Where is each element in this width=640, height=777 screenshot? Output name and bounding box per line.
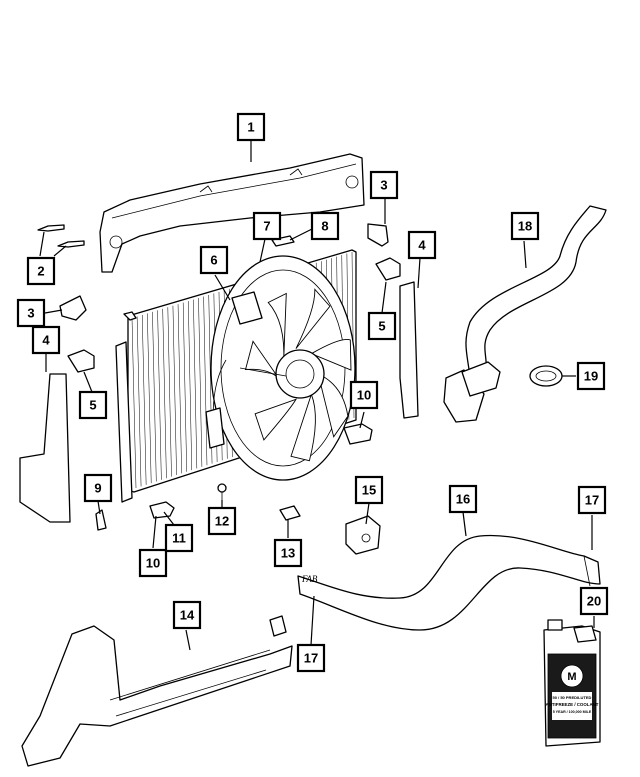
bracket-left-part [59, 295, 87, 321]
svg-text:6: 6 [210, 253, 217, 268]
mopar-m-logo-icon [560, 664, 584, 688]
jug-label-line1: 50 / 50 PREDILUTED [553, 695, 592, 700]
svg-text:10: 10 [146, 556, 160, 571]
svg-text:18: 18 [518, 219, 532, 234]
callout-10-right: 10 [349, 380, 379, 410]
svg-text:2: 2 [37, 264, 44, 279]
callout-5-left: 5 [78, 390, 108, 420]
svg-text:13: 13 [281, 546, 295, 561]
callout-9: 9 [83, 473, 113, 503]
svg-text:10: 10 [357, 388, 371, 403]
radiator-fin [188, 301, 193, 471]
callout-19: 19 [576, 361, 606, 391]
callout-8: 8 [310, 211, 340, 241]
fan-blade [317, 373, 349, 438]
svg-text:3: 3 [380, 178, 387, 193]
hose-clamp-part [529, 365, 563, 387]
side-deflector-right-part [399, 281, 419, 419]
svg-text:8: 8 [321, 219, 328, 234]
upper-hose-part [443, 205, 607, 423]
callout-6: 6 [199, 245, 229, 275]
clip-10-left-part [149, 501, 175, 519]
svg-text:7: 7 [263, 219, 270, 234]
bracket-15-part [345, 515, 381, 555]
svg-text:1: 1 [247, 120, 254, 135]
svg-text:5: 5 [89, 398, 96, 413]
clip-10-right-part [343, 423, 373, 445]
callout-13: 13 [273, 538, 303, 568]
svg-text:17: 17 [304, 651, 318, 666]
clip-9-part [95, 509, 107, 531]
side-deflector-left-part [19, 373, 71, 523]
svg-text:4: 4 [42, 333, 50, 348]
radiator-fin [136, 316, 142, 487]
callout-20: 20 [579, 586, 609, 616]
fan-blade [290, 392, 316, 462]
radiator-fin [157, 310, 162, 480]
svg-text:3: 3 [27, 306, 34, 321]
lower-hose-part: FAB [297, 534, 601, 631]
fan-blade [267, 292, 287, 363]
callout-5-right: 5 [367, 311, 397, 341]
callout-14: 14 [172, 600, 202, 630]
isolator-right-part [375, 257, 401, 281]
svg-text:4: 4 [418, 238, 426, 253]
callout-7: 7 [252, 211, 282, 241]
radiator-fin [182, 302, 187, 472]
jug-label-line2: ANTIFREEZE / COOLANT [546, 702, 599, 707]
radiator-fin [198, 298, 203, 467]
callout-1: 2 [26, 256, 56, 286]
svg-text:16: 16 [456, 492, 470, 507]
lower-air-deflector-part [21, 615, 293, 767]
svg-text:17: 17 [585, 493, 599, 508]
radiator-fin [193, 299, 198, 469]
callout-4-right: 4 [407, 230, 437, 260]
clip-13-part [279, 505, 301, 521]
callout-17-right: 17 [577, 485, 607, 515]
svg-text:19: 19 [584, 369, 598, 384]
callout-2: 1 [236, 112, 266, 142]
radiator-fin [131, 317, 137, 489]
svg-text:11: 11 [172, 531, 186, 546]
callout-3-left: 3 [16, 298, 46, 328]
radiator-fin [167, 307, 172, 477]
svg-text:M: M [567, 671, 576, 683]
radiator-fin [177, 304, 182, 474]
callout-10-left: 10 [138, 548, 168, 578]
coolant-jug-part: M 50 / 50 PREDILUTED ANTIFREEZE / COOLAN… [543, 619, 601, 747]
bracket-right-part [367, 223, 389, 247]
svg-text:9: 9 [94, 481, 101, 496]
fan-blade [254, 398, 297, 441]
isolator-left-part [67, 349, 95, 373]
callout-16: 16 [448, 484, 478, 514]
radiator-fin [203, 296, 208, 466]
radiator-fin [172, 305, 177, 475]
callout-18: 18 [510, 211, 540, 241]
fan-blade [310, 339, 352, 371]
svg-text:12: 12 [215, 514, 229, 529]
jug-label-line3: 5 YEAR / 100,000 MILE [553, 710, 592, 714]
radiator-fin [141, 314, 147, 485]
svg-text:15: 15 [362, 483, 376, 498]
callout-15: 15 [354, 475, 384, 505]
svg-text:14: 14 [180, 608, 195, 623]
leader-lines [39, 140, 595, 651]
callout-3-right: 3 [369, 170, 399, 200]
upper-shroud-part [99, 153, 365, 273]
clip-8-part [271, 235, 295, 247]
cooling-fan-part [205, 255, 356, 481]
callout-12: 12 [207, 506, 237, 536]
push-pin-part [37, 224, 85, 248]
radiator-fin [147, 313, 152, 484]
callout-11: 11 [164, 523, 194, 553]
radiator-fin [162, 308, 167, 479]
callout-17-bottom: 17 [296, 643, 326, 673]
svg-text:20: 20 [587, 594, 601, 609]
callout-4-left: 4 [31, 325, 61, 355]
radiator-fin [152, 311, 157, 482]
svg-text:5: 5 [378, 319, 385, 334]
fan-blade [295, 288, 331, 349]
hose-marking-text: FAB [301, 574, 318, 584]
